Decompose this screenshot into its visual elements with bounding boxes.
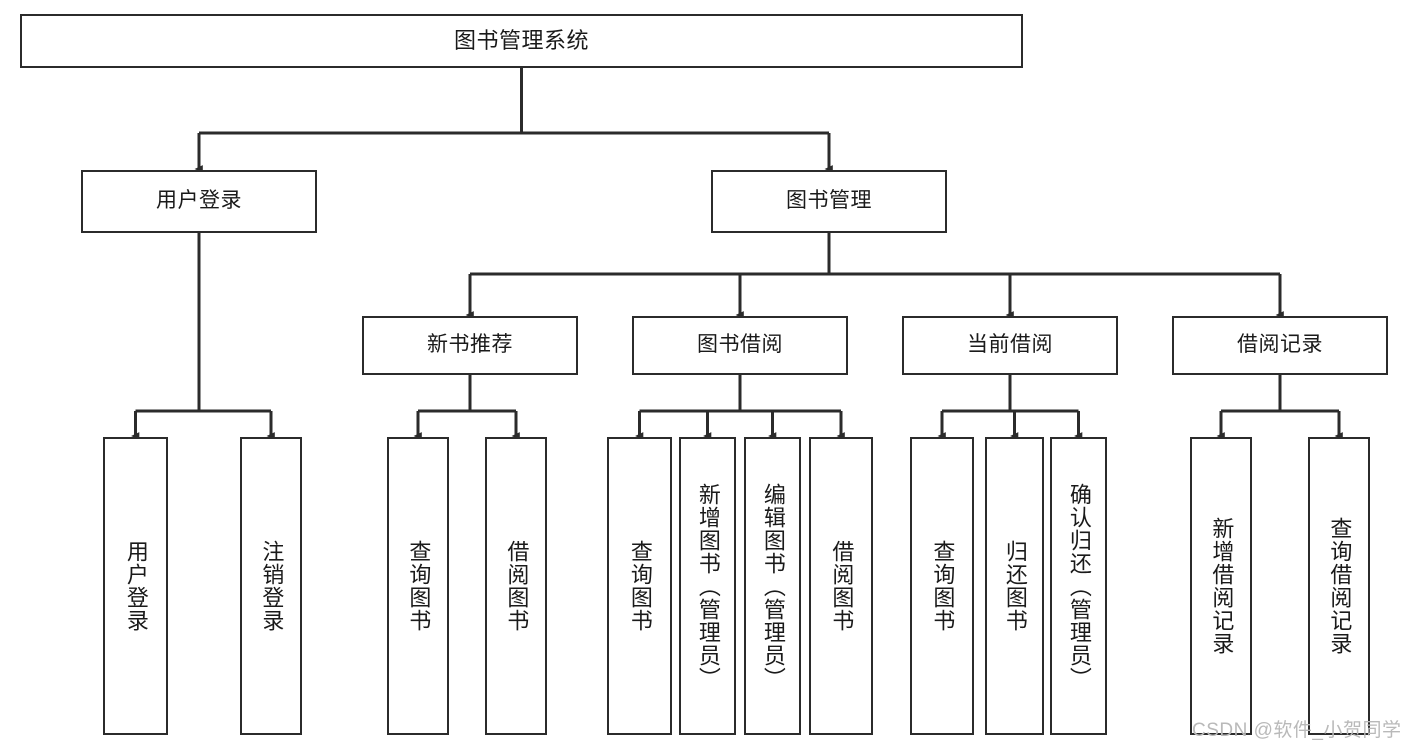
node-label: 新增图书（管理员）	[695, 482, 721, 690]
node-leaf-edit-book-admin[interactable]: 编辑图书（管理员）	[744, 437, 801, 735]
node-leaf-borrow-book-2[interactable]: 借阅图书	[809, 437, 873, 735]
node-label: 查询图书	[627, 540, 653, 632]
node-leaf-query-book-2[interactable]: 查询图书	[607, 437, 672, 735]
node-label: 新书推荐	[427, 333, 513, 357]
node-label: 图书管理	[786, 189, 872, 213]
node-leaf-return-book[interactable]: 归还图书	[985, 437, 1044, 735]
node-leaf-query-book-1[interactable]: 查询图书	[387, 437, 449, 735]
node-label: 借阅图书	[504, 540, 530, 632]
node-label: 借阅记录	[1237, 333, 1323, 357]
node-leaf-query-borrow-record[interactable]: 查询借阅记录	[1308, 437, 1370, 735]
node-label: 归还图书	[1002, 540, 1028, 632]
node-label: 用户登录	[156, 189, 242, 213]
node-new-book-recommend[interactable]: 新书推荐	[362, 316, 578, 375]
node-leaf-confirm-return-admin[interactable]: 确认归还（管理员）	[1050, 437, 1107, 735]
node-current-borrow[interactable]: 当前借阅	[902, 316, 1118, 375]
node-label: 借阅图书	[829, 540, 855, 632]
node-label: 用户登录	[123, 540, 149, 632]
node-label: 注销登录	[259, 540, 285, 632]
node-label: 新增借阅记录	[1209, 517, 1235, 655]
node-book-management[interactable]: 图书管理	[711, 170, 947, 233]
node-label: 查询图书	[930, 540, 956, 632]
node-user-login[interactable]: 用户登录	[81, 170, 317, 233]
node-leaf-query-book-3[interactable]: 查询图书	[910, 437, 974, 735]
node-label: 查询图书	[406, 540, 432, 632]
node-leaf-add-book-admin[interactable]: 新增图书（管理员）	[679, 437, 736, 735]
node-leaf-borrow-book-1[interactable]: 借阅图书	[485, 437, 547, 735]
node-book-management-system[interactable]: 图书管理系统	[20, 14, 1023, 68]
node-leaf-user-logout[interactable]: 注销登录	[240, 437, 302, 735]
node-label: 当前借阅	[967, 333, 1053, 357]
node-leaf-add-borrow-record[interactable]: 新增借阅记录	[1190, 437, 1252, 735]
node-leaf-user-login[interactable]: 用户登录	[103, 437, 168, 735]
node-label: 确认归还（管理员）	[1066, 482, 1092, 690]
node-book-borrow[interactable]: 图书借阅	[632, 316, 848, 375]
node-label: 编辑图书（管理员）	[760, 482, 786, 690]
node-label: 图书借阅	[697, 333, 783, 357]
node-borrow-record[interactable]: 借阅记录	[1172, 316, 1388, 375]
node-label: 查询借阅记录	[1327, 517, 1353, 655]
node-label: 图书管理系统	[453, 28, 589, 54]
